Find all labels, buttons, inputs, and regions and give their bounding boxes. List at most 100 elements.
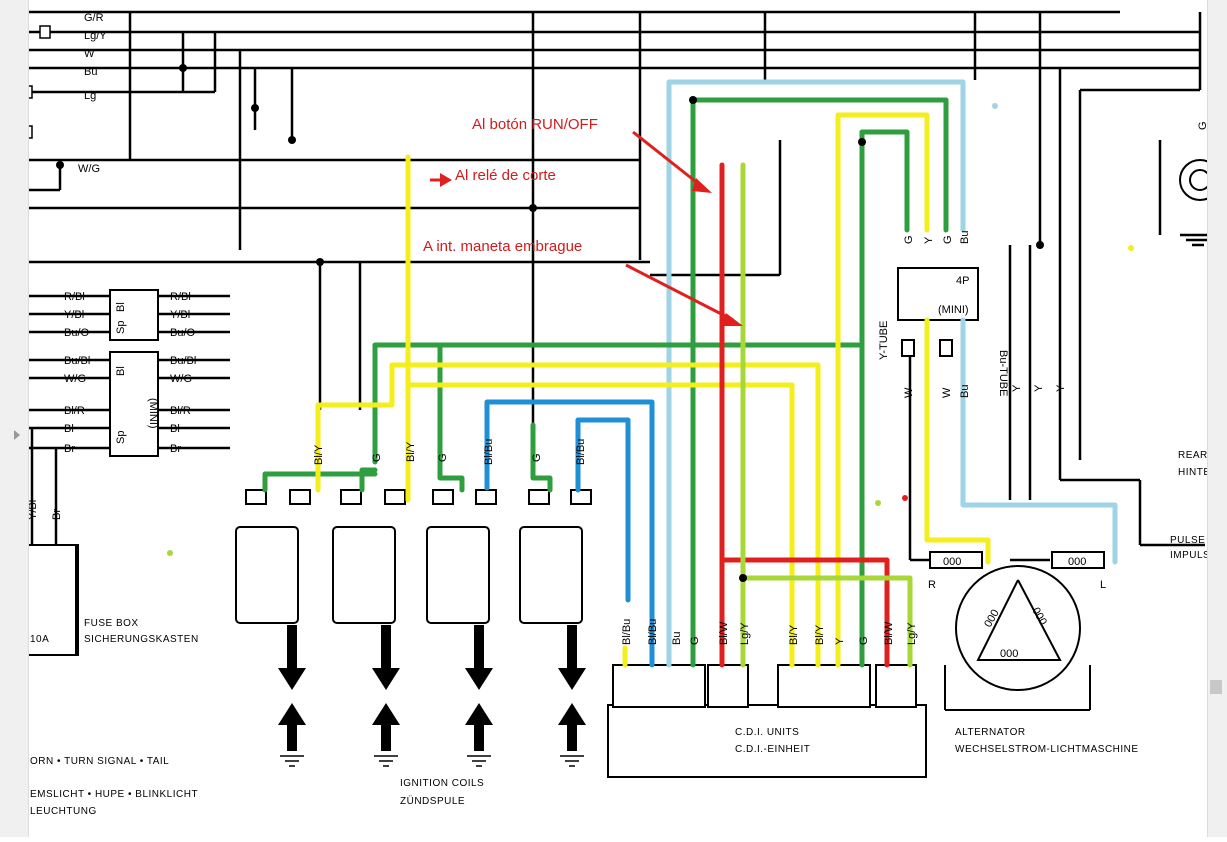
horn-caption-de-2: LEUCHTUNG [30,806,97,817]
svg-text:000: 000 [1029,606,1049,628]
annotation-arrows [430,130,743,326]
label-bu: Bu [84,66,97,78]
svg-text:Lg/Y: Lg/Y [739,622,751,645]
svg-text:W/G: W/G [64,373,86,385]
label-lg: Lg [84,90,96,102]
svg-text:(MINI): (MINI) [938,304,969,316]
svg-text:G: G [903,235,915,244]
svg-text:Bu: Bu [959,385,971,398]
relay-left-labels: R/Bl Y/Bl Bu/O Bu/Bl W/G Bl/R Bl Br [64,291,90,455]
alternator-symbol [929,551,1105,711]
svg-text:Bu/Bl: Bu/Bl [170,355,196,367]
svg-text:W: W [941,387,953,398]
svg-text:Bl/Y: Bl/Y [814,624,826,645]
svg-text:Bu-TUBE: Bu-TUBE [997,350,1009,396]
svg-text:Y/Bl: Y/Bl [170,309,190,321]
svg-text:G: G [689,636,701,645]
svg-text:W: W [903,387,915,398]
rear-caption-de: HINTE [1178,467,1211,478]
relay-inner-labels: Bl Sp Bl (MINI) Sp [115,302,159,444]
cdi-caption: C.D.I. UNITS [735,727,799,738]
svg-text:Bu: Bu [671,632,683,645]
vertical-scrollbar[interactable] [1207,0,1227,837]
svg-text:000: 000 [1068,556,1086,568]
svg-text:Bl/R: Bl/R [170,405,191,417]
label-lg-y: Lg/Y [84,30,107,42]
svg-text:Y/Bl: Y/Bl [27,500,39,520]
horn-caption: ORN • TURN SIGNAL • TAIL [30,756,169,767]
alternator-wire-labels: Y Y Y G 000 000 000 000 000 R L [928,121,1209,660]
label-w: W [84,48,95,60]
svg-text:Bl/Bu: Bl/Bu [483,439,495,465]
svg-text:R: R [928,579,936,591]
label-g-r: G/R [84,12,104,24]
svg-text:Y-TUBE: Y-TUBE [878,321,890,360]
expand-arrow-icon[interactable] [14,430,20,440]
svg-text:(MINI): (MINI) [147,398,159,429]
cdi-wire-labels: Bl/Bu Bl/Bu Bu G Bl/W Lg/Y Bl/Y Bl/Y Y G… [621,619,918,645]
spark-arrows [278,625,586,751]
ignition-caption-de: ZÜNDSPULE [400,795,465,807]
label-w-g: W/G [78,163,100,175]
svg-text:Bu/O: Bu/O [64,327,90,339]
svg-text:000: 000 [1000,648,1018,660]
svg-text:Bu/Bl: Bu/Bl [64,355,90,367]
svg-text:Y: Y [923,236,935,244]
svg-text:G: G [942,235,954,244]
color-dots [167,96,1134,582]
cdi-caption-de: C.D.I.-EINHEIT [735,744,810,755]
captions: FUSE BOX SICHERUNGSKASTEN 10A IGNITION C… [30,450,1211,817]
svg-text:Bl/Bu: Bl/Bu [647,619,659,645]
svg-text:G: G [1197,121,1209,130]
fuse-box-caption-de: SICHERUNGSKASTEN [84,634,199,645]
svg-text:Sp: Sp [115,321,127,334]
svg-text:Br: Br [64,443,75,455]
pulse-caption: PULSE [1170,535,1205,546]
black-wiring [28,10,1215,562]
svg-text:Y: Y [1055,384,1067,392]
svg-text:Bl/Y: Bl/Y [313,444,325,465]
svg-text:Bl/Bu: Bl/Bu [621,619,633,645]
svg-text:Bl: Bl [115,366,127,376]
svg-text:G: G [858,636,870,645]
svg-text:Bl: Bl [170,423,180,435]
svg-text:Br: Br [170,443,181,455]
svg-text:Bl/W: Bl/W [883,621,895,645]
rear-caption: REAR [1178,450,1208,461]
svg-text:W/G: W/G [170,373,192,385]
svg-text:Lg/Y: Lg/Y [906,622,918,645]
relay-boxes [27,289,159,656]
svg-text:G: G [371,453,383,462]
connector-4p-labels: G Y G Bu 4P (MINI) Y-TUBE Bu-TUBE W W Bu [878,231,1009,398]
fuse-side-labels: Y/Bl Br [27,500,63,520]
coil-bodies [235,489,592,624]
coil-wire-labels: Bl/Y G Bl/Y G Bl/Bu G Bl/Bu [313,439,587,465]
relay-right-labels: R/Bl Y/Bl Bu/O Bu/Bl W/G Bl/R Bl Br [170,291,196,455]
svg-text:Y: Y [1011,384,1023,392]
svg-text:4P: 4P [956,275,969,287]
svg-text:Bl: Bl [64,423,74,435]
svg-text:Bu: Bu [959,231,971,244]
svg-text:Bl/W: Bl/W [718,621,730,645]
alternator-caption: ALTERNATOR [955,727,1026,738]
cdi-boxes [607,664,927,778]
svg-text:Bl/Y: Bl/Y [788,624,800,645]
scrollbar-thumb[interactable] [1210,680,1222,694]
left-top-labels: G/R Lg/Y W Bu Lg W/G [78,12,107,175]
svg-text:Y/Bl: Y/Bl [64,309,84,321]
fuse-box-caption: FUSE BOX [84,618,139,629]
alternator-caption-de: WECHSELSTROM-LICHTMASCHINE [955,744,1139,755]
svg-text:L: L [1100,579,1106,591]
colored-wires [262,79,1118,668]
junction-dots [56,64,1044,266]
connector-4p-box [897,267,979,357]
svg-text:Bl: Bl [115,302,127,312]
svg-text:Bu/O: Bu/O [170,327,196,339]
left-panel-strip [0,0,29,837]
svg-text:Y: Y [1033,384,1045,392]
svg-text:Y: Y [834,637,846,645]
svg-text:R/Bl: R/Bl [64,291,85,303]
svg-text:Bl/Y: Bl/Y [405,441,417,462]
